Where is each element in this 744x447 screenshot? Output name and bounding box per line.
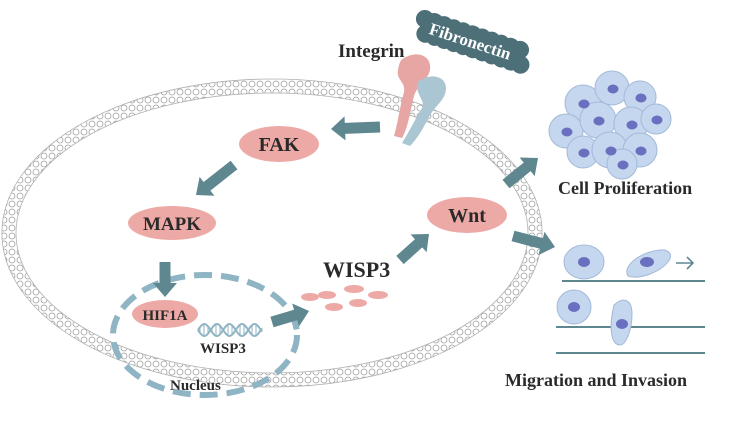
arrow-wisp3-to-wnt (396, 234, 429, 265)
wisp3-gene-label: WISP3 (200, 341, 246, 357)
wnt-node (427, 197, 507, 233)
wnt-label: Wnt (448, 205, 486, 227)
cell-proliferation-label: Cell Proliferation (558, 178, 692, 198)
dna-helix-icon (197, 322, 263, 338)
cell-membrane (1, 78, 543, 388)
fak-label: FAK (259, 134, 300, 156)
wisp3-protein-label: WISP3 (323, 257, 390, 282)
mapk-node (128, 206, 216, 240)
hif1a-node (132, 300, 198, 328)
cell-cluster-icon (548, 70, 672, 180)
arrow-mapk-to-hif1a (153, 262, 177, 297)
migration-invasion-label: Migration and Invasion (505, 370, 687, 390)
hif1a-label: HIF1A (143, 308, 188, 324)
integrin-receptor-icon (394, 54, 446, 146)
arrow-fak-to-mapk (196, 160, 238, 196)
integrin-label: Integrin (338, 41, 405, 62)
mapk-label: MAPK (143, 214, 201, 235)
fibronectin-icon (415, 9, 530, 74)
arrow-nucleus-to-wisp3 (270, 303, 309, 328)
wisp3-protein-icon (301, 285, 388, 311)
arrow-to-proliferation (502, 157, 538, 189)
migrating-cells-icon (556, 244, 705, 354)
nucleus-label: Nucleus (170, 378, 221, 394)
arrow-to-migration (511, 230, 555, 256)
pathway-arrows (153, 116, 555, 328)
fak-node (239, 126, 319, 162)
arrow-integrin-to-fak (331, 116, 381, 141)
nucleus-envelope (110, 272, 300, 398)
